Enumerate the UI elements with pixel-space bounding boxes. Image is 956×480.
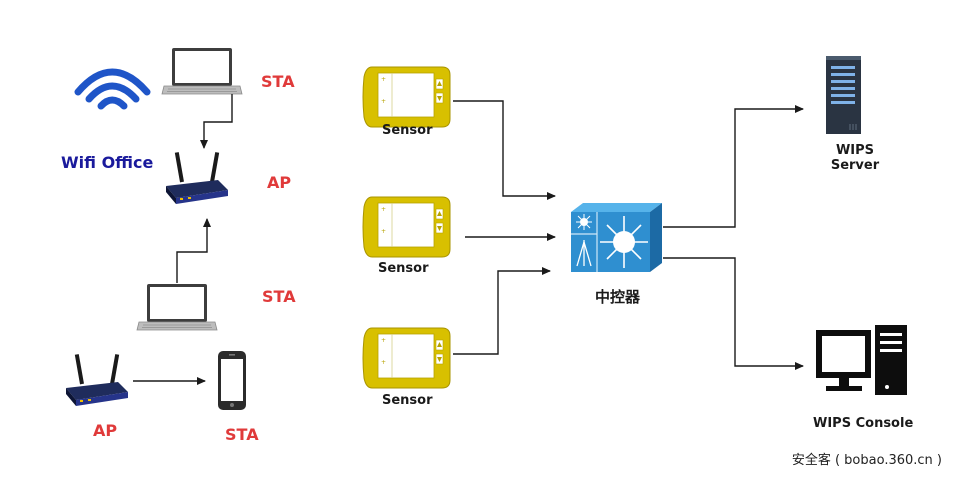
sensor-icon-1: [362, 66, 451, 128]
arrow-controller-to-server: [663, 105, 804, 228]
arrow-sensor3-to-controller: [453, 267, 551, 355]
wifi-office-label: Wifi Office: [61, 153, 154, 172]
laptop-icon-middle: [136, 283, 218, 331]
wips-server-label: WIPS Server: [820, 143, 890, 173]
router-icon-bottom: [66, 354, 128, 406]
arrow-controller-to-console: [663, 257, 804, 370]
router-icon-top: [166, 152, 228, 204]
sensor-icon-3: [362, 327, 451, 389]
ap-label-top: AP: [267, 173, 292, 192]
sensor-label-2: Sensor: [378, 261, 429, 276]
sensor-icon-2: [362, 196, 451, 258]
sensor-label-1: Sensor: [382, 123, 433, 138]
laptop-icon-top: [161, 47, 243, 95]
arrow-sta-top-to-ap: [200, 94, 233, 149]
wips-console-label: WIPS Console: [813, 416, 914, 431]
wifi-icon: [74, 68, 151, 110]
watermark: 安全客 ( bobao.360.cn ): [791, 453, 942, 468]
sta-label-bottom: STA: [225, 425, 259, 444]
console-icon: [816, 325, 907, 395]
sta-label-middle: STA: [262, 287, 296, 306]
server-icon: [826, 56, 861, 134]
ap-label-bottom: AP: [93, 421, 118, 440]
sensor-label-3: Sensor: [382, 393, 433, 408]
wips-server-label-line1: WIPS: [835, 143, 875, 158]
arrow-sta-mid-to-ap: [176, 218, 211, 283]
arrow-sensor1-to-controller: [453, 100, 556, 200]
wips-server-label-line2: Server: [830, 158, 880, 173]
controller-label: 中控器: [595, 288, 641, 306]
controller-icon: [571, 203, 662, 272]
phone-icon: [218, 351, 246, 410]
sta-label-top: STA: [261, 72, 295, 91]
